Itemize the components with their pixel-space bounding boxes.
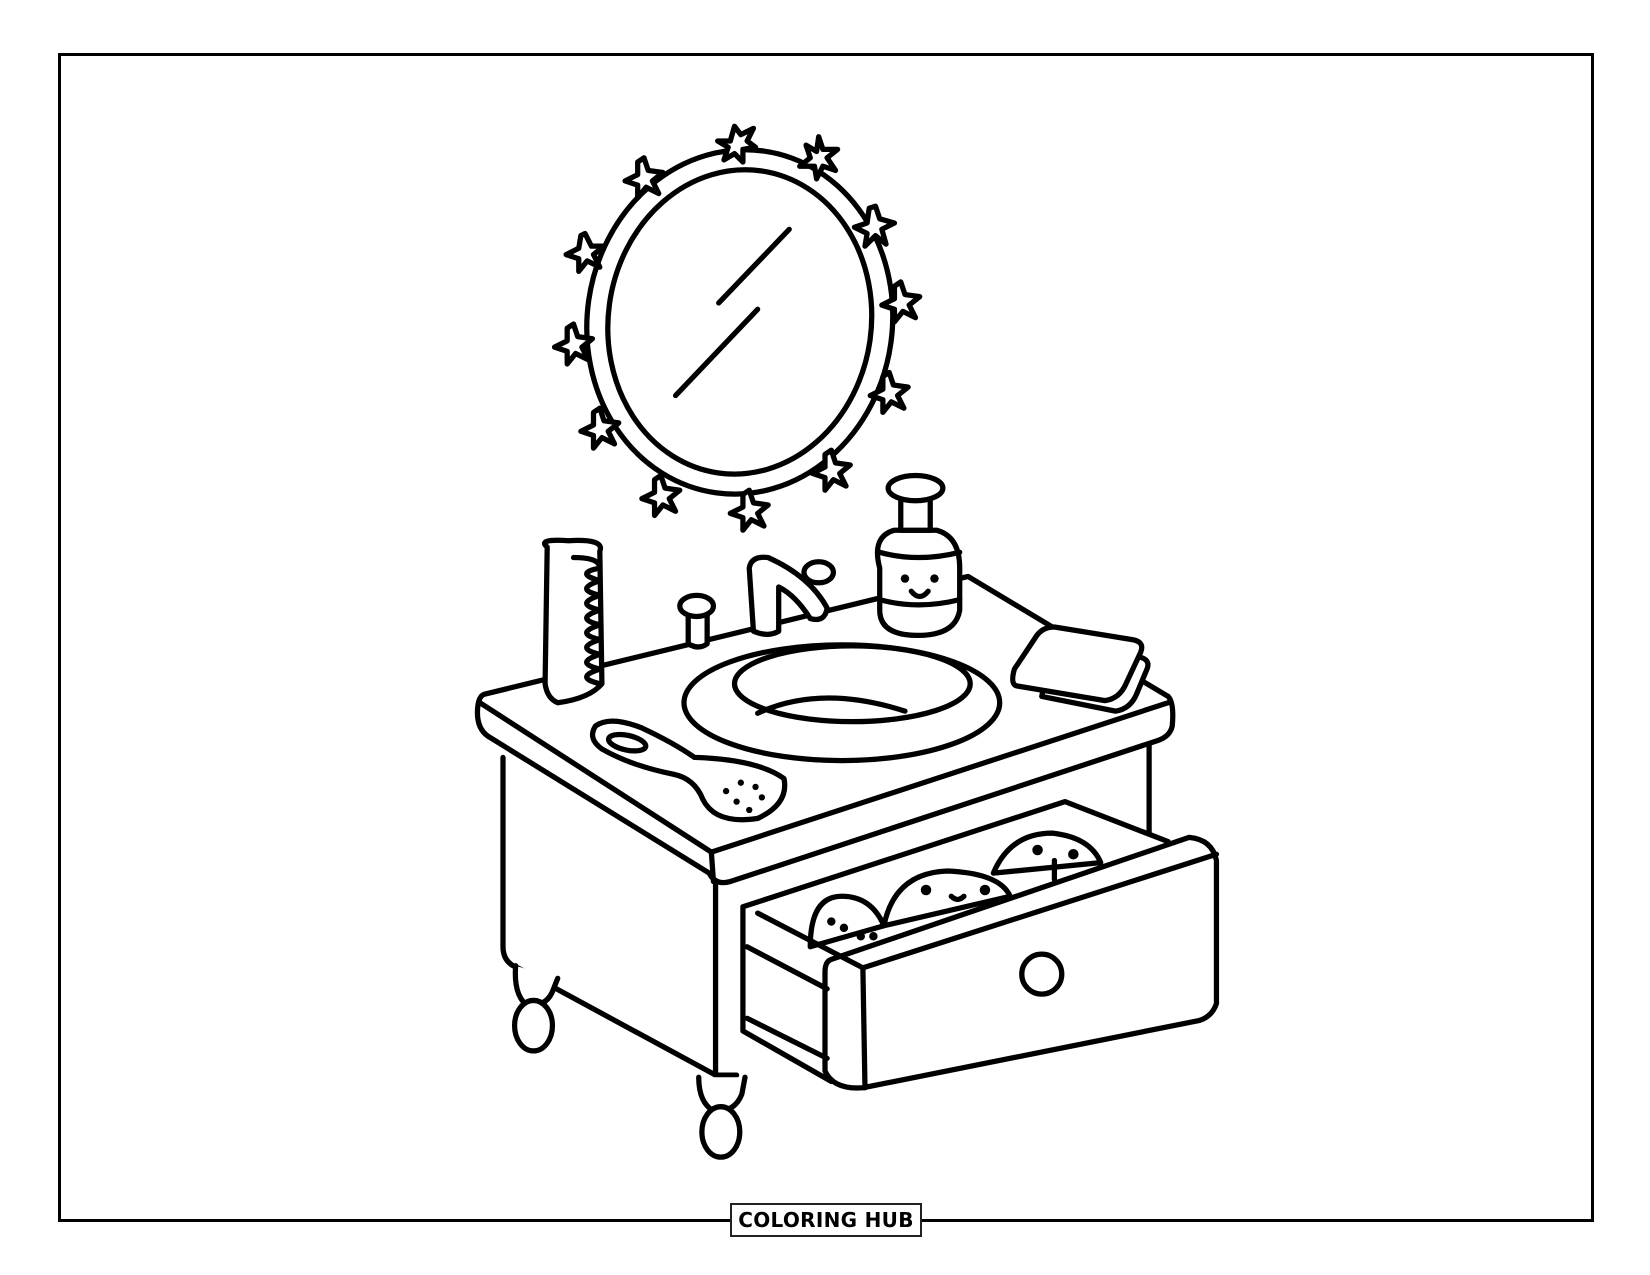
coloring-hub-logo: COLORING HUB <box>730 1203 922 1237</box>
star-icon <box>851 203 898 249</box>
face-eye <box>930 574 939 583</box>
star-icon <box>639 472 683 519</box>
sink <box>681 642 1003 764</box>
star-icon <box>715 123 759 165</box>
star-icon <box>879 279 923 325</box>
soap-bottle <box>874 472 963 639</box>
star-decorations <box>551 123 923 533</box>
star-icon <box>727 487 771 533</box>
faucet <box>677 554 837 650</box>
star-icon <box>563 230 607 275</box>
folded-towels <box>1010 624 1151 714</box>
mirror-glare-icon <box>716 226 792 306</box>
plush-toy <box>807 893 887 950</box>
hairbrush <box>589 718 788 823</box>
face-eye <box>900 574 910 583</box>
star-icon <box>809 447 853 493</box>
drawer-knob <box>1019 951 1065 997</box>
open-drawer <box>740 798 1220 1091</box>
star-icon <box>867 369 911 416</box>
star-icon <box>622 155 666 201</box>
plush-toy <box>881 868 1013 929</box>
star-icon <box>551 321 596 367</box>
star-icon <box>578 405 622 451</box>
mirror <box>584 147 896 497</box>
comb <box>541 537 605 706</box>
star-icon <box>797 134 841 182</box>
plush-toy <box>990 830 1104 876</box>
face-smile <box>908 588 931 600</box>
